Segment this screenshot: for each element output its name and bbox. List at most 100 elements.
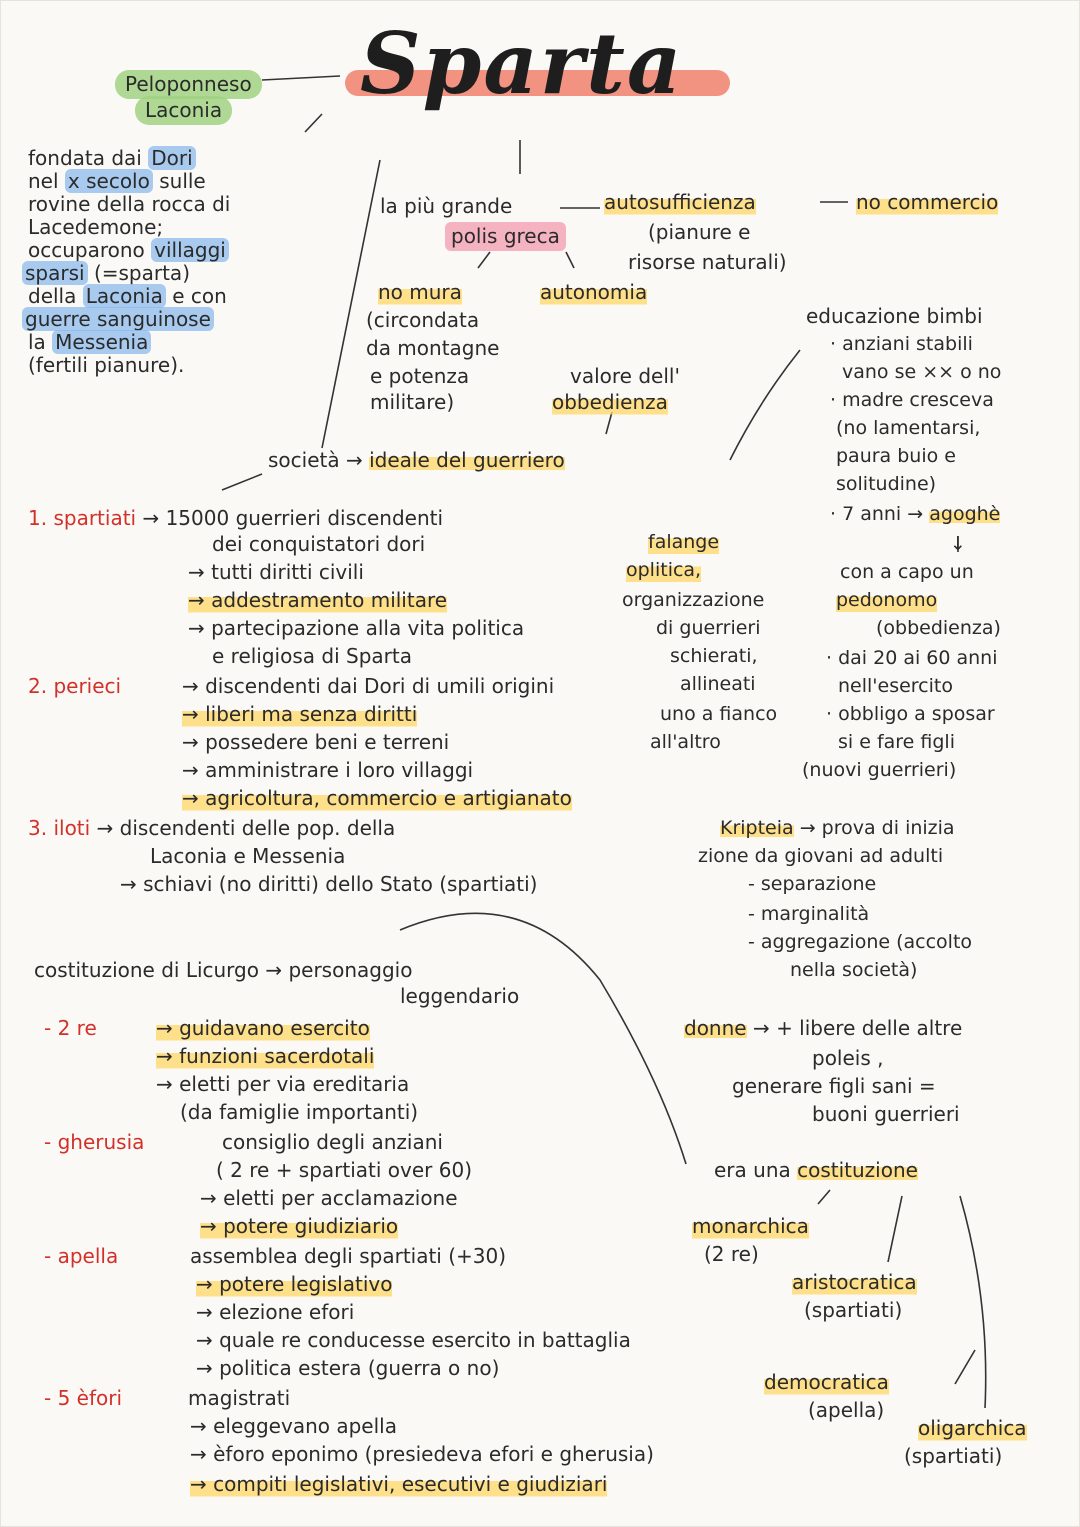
kripteia-line-3: - separazione	[748, 873, 877, 895]
donne-line-2: poleis ,	[812, 1046, 884, 1070]
class-spartiati: 1. spartiati → 15000 guerrieri discenden…	[28, 506, 444, 530]
cost-type-democratica: democratica	[764, 1368, 889, 1397]
edu-line-10: pedonomo	[836, 586, 938, 614]
edu-line-3: · madre cresceva	[830, 389, 994, 411]
donne-line-3: generare figli sani =	[732, 1074, 936, 1098]
edu-line-14: · obbligo a sposar	[826, 703, 995, 725]
falange-line-8: all'altro	[650, 731, 721, 753]
efori-line-2: → eleggevano apella	[190, 1414, 397, 1438]
kripteia-line-2: zione da giovani ad adulti	[698, 845, 944, 867]
arrow-to-autonomia	[565, 251, 575, 269]
re-line-4: (da famiglie importanti)	[180, 1100, 419, 1124]
class-iloti: 3. iloti → discendenti delle pop. della	[28, 816, 396, 840]
edu-line-9: con a capo un	[840, 561, 974, 583]
falange-line-6: allineati	[680, 673, 756, 695]
polis-potenza: e potenza	[370, 364, 470, 388]
perieci-line-4: → amministrare i loro villaggi	[182, 758, 474, 782]
kripteia-line-4: - marginalità	[748, 903, 870, 925]
perieci-line-2: → liberi ma senza diritti	[182, 700, 418, 729]
spartiati-line-5: → partecipazione alla vita politica	[188, 616, 525, 640]
apella-line-5: → politica estera (guerra o no)	[196, 1356, 500, 1380]
re-line-1: → guidavano esercito	[156, 1014, 370, 1043]
edu-line-11: (obbedienza)	[876, 617, 1001, 639]
apella-line-3: → elezione efori	[196, 1300, 355, 1324]
polis-pianure: (pianure e	[648, 220, 751, 244]
edu-line-1: · anziani stabili	[830, 333, 973, 355]
cost-type-era: era una costituzione	[714, 1158, 918, 1182]
polis-circondata: (circondata	[366, 308, 480, 332]
polis-no-commercio: no commercio	[856, 188, 999, 217]
edu-line-2: vano se ×× o no	[842, 361, 1002, 383]
kripteia-line-5: - aggregazione (accolto	[748, 931, 973, 953]
re-label: - 2 re	[44, 1016, 97, 1040]
edu-line-8: ↓	[950, 533, 966, 555]
location-peloponneso: Peloponneso	[115, 70, 262, 99]
polis-valore: valore dell'	[570, 364, 680, 388]
gherusia-label: - gherusia	[44, 1130, 145, 1154]
polis-no-mura: no mura	[378, 278, 462, 307]
founding-line-10: (fertili pianure).	[28, 353, 185, 377]
falange-line-2: oplitica,	[626, 556, 702, 584]
edu-title: educazione bimbi	[806, 304, 983, 328]
title-highlight	[345, 70, 730, 96]
perieci-line-5: → agricoltura, commercio e artigianato	[182, 784, 572, 813]
efori-line-4: → compiti legislativi, esecutivi e giudi…	[190, 1470, 608, 1499]
polis-risorse: risorse naturali)	[628, 250, 787, 274]
falange-line-5: schierati,	[670, 645, 758, 667]
arrow-to-education	[729, 349, 801, 461]
cost-type-oligarchica: oligarchica	[918, 1414, 1027, 1443]
polis-autosufficienza: autosufficienza	[604, 188, 756, 217]
perieci-line-1: → discendenti dai Dori di umili origini	[182, 674, 555, 698]
founding-line-2: nel x secolo sulle	[28, 169, 206, 193]
constitution-title: costituzione di Licurgo → personaggio	[34, 958, 413, 982]
polis-militare: militare)	[370, 390, 455, 414]
arrow-to-societa	[321, 159, 381, 449]
apella-label: - apella	[44, 1244, 119, 1268]
falange-line-4: di guerrieri	[656, 617, 761, 639]
location-laconia: Laconia	[135, 96, 233, 125]
falange-line-7: uno a fianco	[660, 703, 778, 725]
arrow-to-monarchica	[817, 1189, 831, 1205]
polis-greatest: la più grande	[380, 194, 513, 218]
arrow-to-oligarchica	[959, 1195, 987, 1409]
donne-line-4: buoni guerrieri	[812, 1102, 960, 1126]
polis-obbedienza: obbedienza	[552, 388, 668, 417]
spartiati-line-2: dei conquistatori dori	[212, 532, 426, 556]
efori-line-3: → èforo eponimo (presiedeva efori e gher…	[190, 1442, 654, 1466]
class-perieci: 2. perieci	[28, 674, 122, 698]
spartiati-line-3: → tutti diritti civili	[188, 560, 364, 584]
founding-line-4: Lacedemone;	[28, 215, 164, 239]
cost-type-oligarchica-sub: (spartiati)	[904, 1444, 1003, 1468]
re-line-2: → funzioni sacerdotali	[156, 1042, 375, 1071]
edu-line-13: nell'esercito	[838, 675, 953, 697]
iloti-line-3: → schiavi (no diritti) dello Stato (spar…	[120, 872, 538, 896]
efori-label: - 5 èfori	[44, 1386, 123, 1410]
arrow-to-location	[261, 75, 341, 81]
perieci-line-3: → possedere beni e terreni	[182, 730, 450, 754]
edu-line-7: · 7 anni → agoghè	[830, 503, 1001, 525]
polis-autonomia: autonomia	[540, 278, 648, 307]
founding-line-8: guerre sanguinose	[22, 305, 214, 334]
cost-type-monarchica: monarchica	[692, 1212, 809, 1241]
falange-line-1: falange	[648, 528, 720, 556]
efori-line-1: magistrati	[188, 1386, 291, 1410]
founding-line-1: fondata dai Dori	[28, 144, 196, 173]
arrow-to-democratica	[954, 1349, 976, 1385]
edu-line-12: · dai 20 ai 60 anni	[826, 647, 998, 669]
founding-line-3: rovine della rocca di	[28, 192, 231, 216]
edu-line-16: (nuovi guerrieri)	[802, 759, 957, 781]
arrow-to-no-mura	[477, 251, 491, 269]
arrow-to-classes	[221, 473, 263, 491]
cost-type-monarchica-sub: (2 re)	[704, 1242, 759, 1266]
polis-societa: società → ideale del guerriero	[268, 448, 565, 472]
apella-line-2: → potere legislativo	[196, 1270, 393, 1299]
arrow-to-costituzione-type	[399, 912, 687, 1165]
polis-montagne: da montagne	[366, 336, 500, 360]
cost-type-aristocratica-sub: (spartiati)	[804, 1298, 903, 1322]
constitution-title-2: leggendario	[400, 984, 520, 1008]
gherusia-line-3: → eletti per acclamazione	[200, 1186, 458, 1210]
iloti-line-2: Laconia e Messenia	[150, 844, 346, 868]
kripteia-line-6: nella società)	[790, 959, 918, 981]
